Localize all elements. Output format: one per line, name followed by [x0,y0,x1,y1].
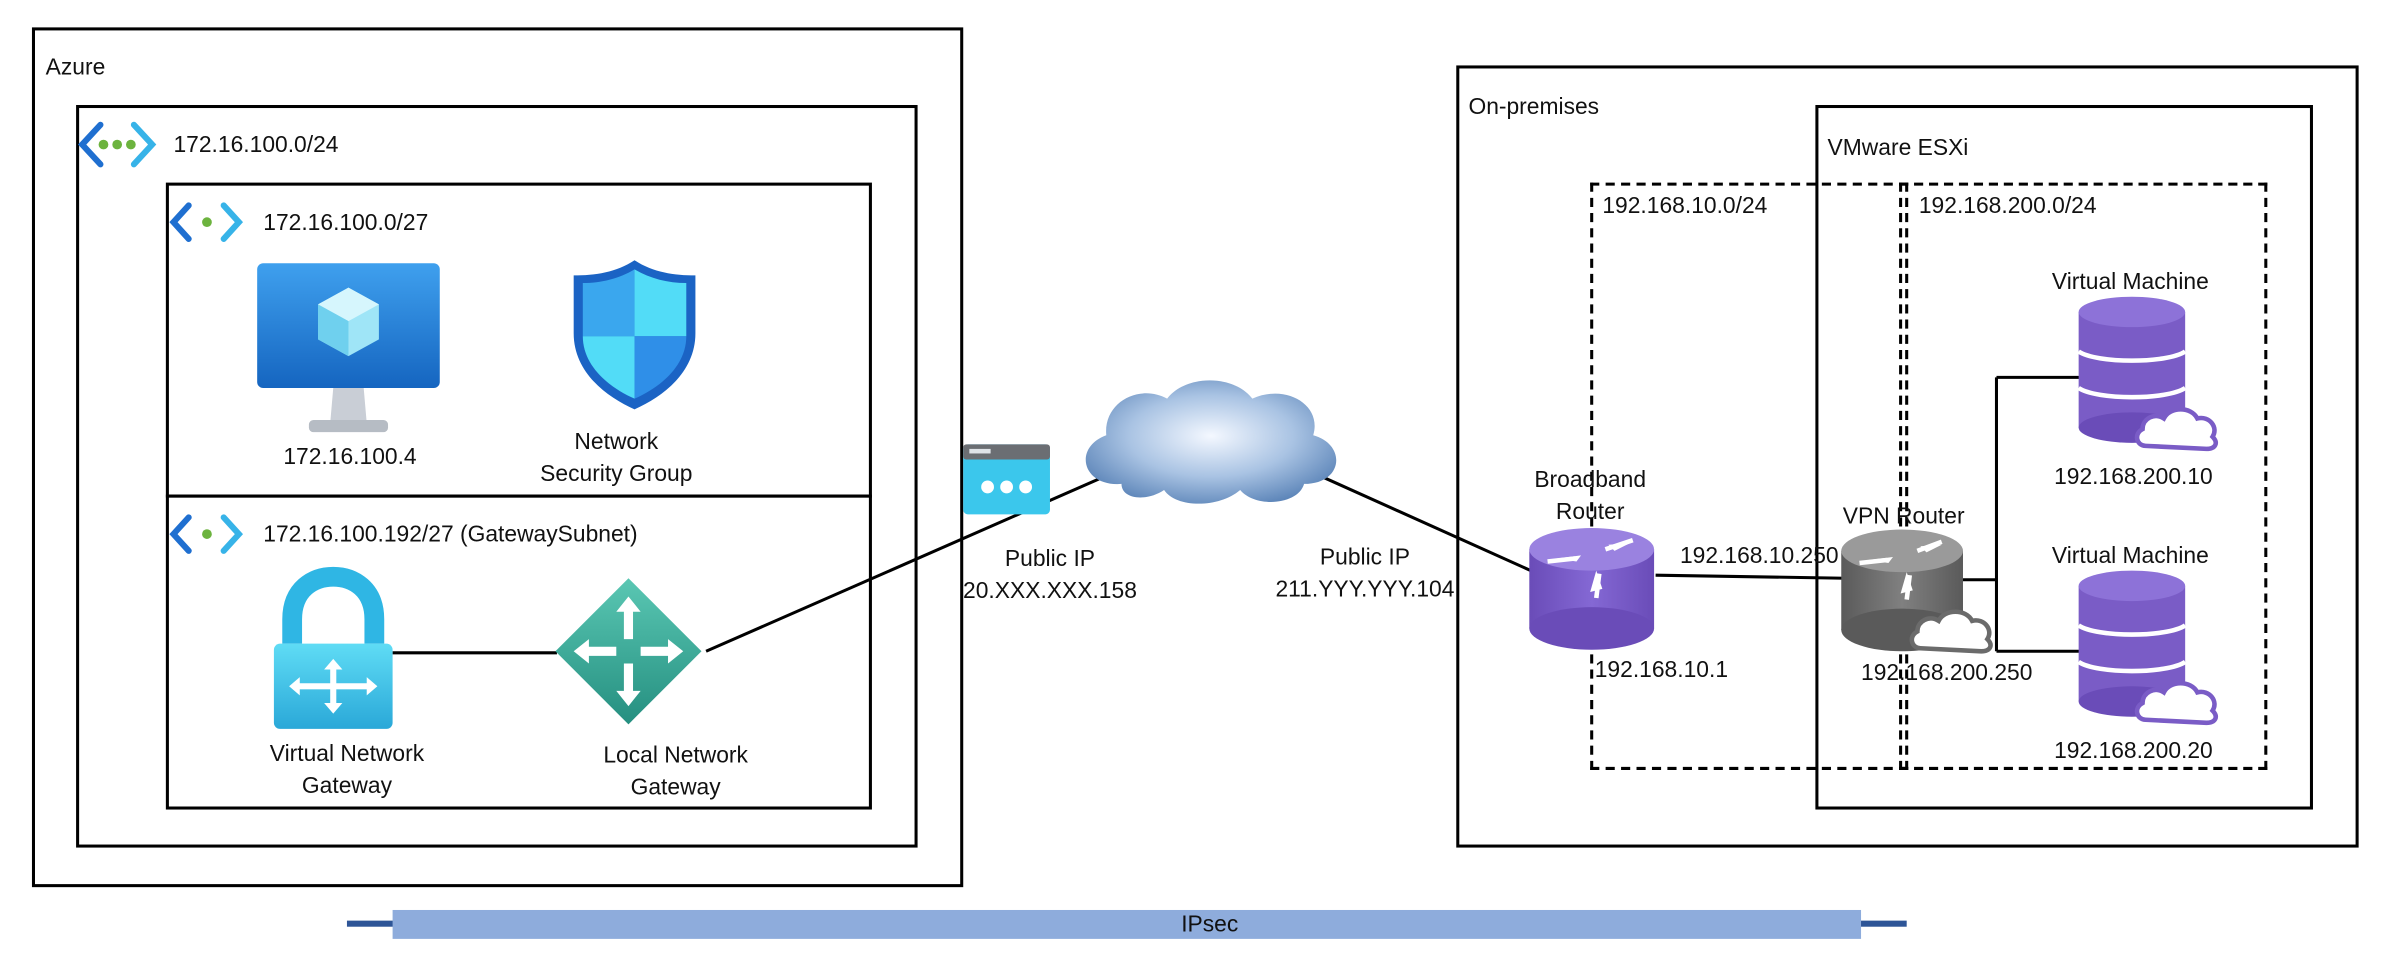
lng-label-line2: Gateway [630,774,721,801]
vnet-icon [78,121,157,168]
gateway-subnet-cidr: 172.16.100.192/27 (GatewaySubnet) [263,521,638,548]
lan-network-cidr: 192.168.200.0/24 [1918,193,2097,220]
broadband-router-label-line1: Broadband [1534,467,1647,494]
esxi-host-box [1815,104,2313,810]
vng-label-line1: Virtual Network [269,741,425,767]
wan-network-box [1590,182,1909,770]
internet-cloud-icon [1085,380,1337,504]
virtual-machine-db-icon-2 [2077,570,2218,726]
vm1-ip: 192.168.200.10 [2054,464,2213,490]
shield-icon [573,260,696,410]
vng-label-line2: Gateway [301,773,392,799]
virtual-machine-db-icon-1 [2077,296,2218,452]
broadband-router-icon [1529,528,1655,650]
azure-public-ip-value: 20.XXX.XXX.158 [963,578,1137,605]
vm2-label: Virtual Machine [2051,543,2209,570]
onprem-public-ip-value: 211.YYY.YYY.104 [1275,576,1455,603]
virtual-machine-icon [257,263,440,433]
esxi-label: VMware ESXi [1827,135,1969,162]
vm1-label: Virtual Machine [2051,269,2209,296]
virtual-network-gateway-icon [273,566,393,729]
subnet-icon [169,202,244,242]
azure-region-box [31,27,964,888]
azure-label: Azure [45,54,106,81]
subnet-cidr: 172.16.100.0/27 [263,209,429,236]
broadband-router-ip: 192.168.10.1 [1594,657,1729,684]
azure-public-ip-label: Public IP [1004,546,1096,573]
wan-network-cidr: 192.168.10.0/24 [1602,193,1768,220]
azure-vnet-box [76,104,918,848]
vnet-cidr: 172.16.100.0/24 [173,132,339,159]
ipsec-label: IPsec [1181,911,1239,938]
broadband-router-label-line2: Router [1555,499,1625,525]
ipsec-tunnel [346,909,1907,939]
vpn-router-wan-ip: 192.168.10.250 [1679,543,1839,570]
vpn-router-label: VPN Router [1842,503,1965,530]
vm2-ip: 192.168.200.20 [2054,738,2213,764]
lan-network-box [1899,182,2268,770]
nsg-label-line2: Security Group [540,461,693,487]
nsg-label-line1: Network [574,429,659,455]
vpn-router-lan-ip: 192.168.200.250 [1861,660,2033,687]
onprem-public-ip-label: Public IP [1319,544,1411,571]
gateway-subnet-box [165,494,872,810]
onprem-label: On-premises [1468,94,1600,121]
gateway-subnet-icon [169,514,244,554]
lng-label-line1: Local Network [603,742,748,769]
vpn-router-icon [1841,529,1993,654]
vm-ip-label: 172.16.100.4 [283,444,417,471]
public-ip-icon [963,444,1050,515]
onprem-box [1456,65,2359,848]
local-network-gateway-icon [555,578,702,725]
